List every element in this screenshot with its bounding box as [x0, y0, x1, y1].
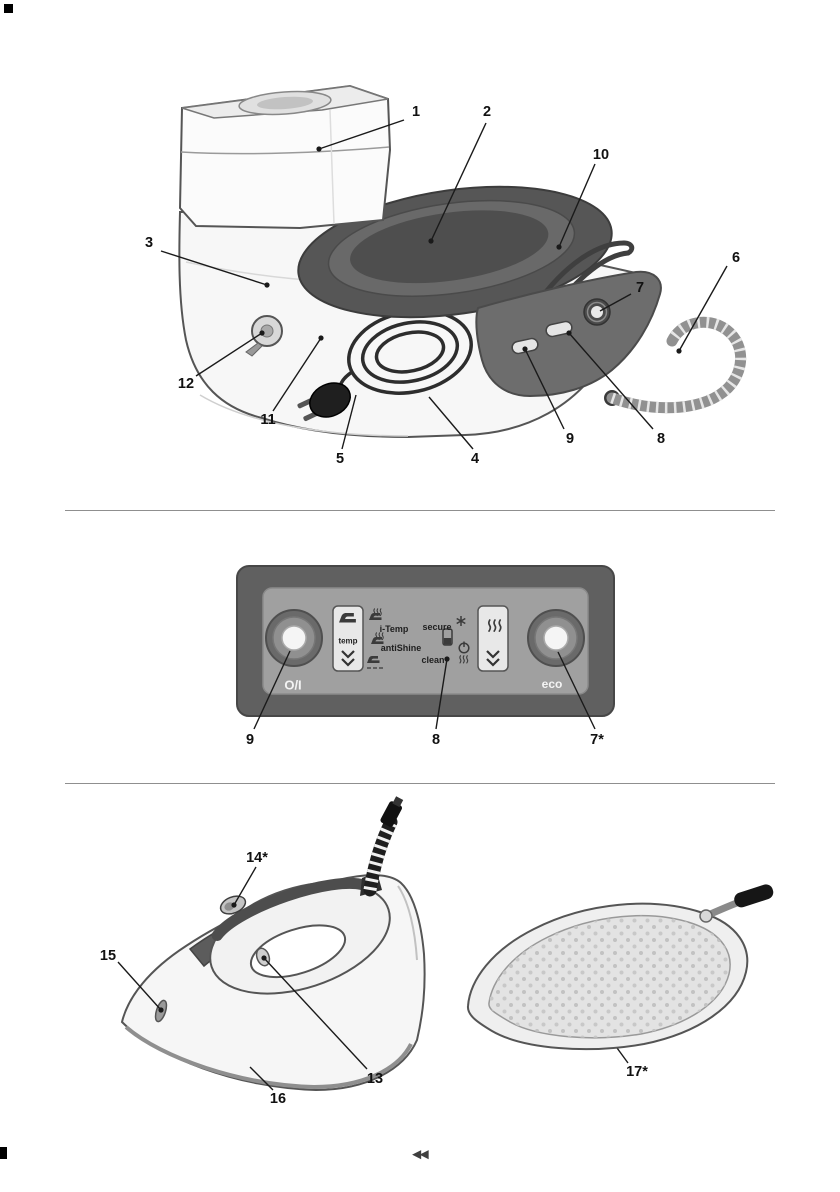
- water-tank: [178, 84, 392, 230]
- antishine-label: antiShine: [380, 643, 422, 653]
- iron-handle: [209, 877, 391, 995]
- burst-icon: [456, 616, 466, 626]
- page-nav-arrows-icon: ◀◀: [412, 1148, 429, 1161]
- callout-9: 9: [565, 431, 575, 447]
- steam-hose: [604, 316, 747, 414]
- callout-3: 3: [144, 235, 154, 251]
- steam-selector-box: [477, 605, 509, 672]
- print-mark-bottom: [0, 1147, 7, 1159]
- temp-label: temp: [338, 636, 358, 646]
- power-plug: [297, 382, 351, 422]
- callout-2: 2: [482, 104, 492, 120]
- chevron-down-icon: [486, 650, 500, 667]
- station-display: [545, 320, 573, 338]
- cover-handle: [699, 884, 774, 923]
- power-button-label: O/I: [284, 677, 302, 693]
- power-button: [265, 609, 323, 667]
- power-circle-icon: [458, 641, 470, 654]
- steam-station-illustration: [160, 84, 747, 450]
- callout-panel-7star: 7*: [590, 732, 604, 748]
- panel-leader-lines: [253, 650, 596, 730]
- print-mark-top: [4, 4, 13, 13]
- callout-7: 7: [635, 280, 645, 296]
- soleplate-edge: [124, 1025, 413, 1090]
- callout-11: 11: [260, 412, 276, 428]
- callout-1: 1: [411, 104, 421, 120]
- iron-cord: [363, 796, 404, 897]
- callout-8: 8: [656, 431, 666, 447]
- eco-button-label: eco: [541, 677, 563, 691]
- soleplate-cover-illustration: [466, 884, 774, 1051]
- callout-10: 10: [592, 147, 610, 163]
- program-icons-cluster: [367, 608, 470, 669]
- section-divider-2: [65, 783, 775, 784]
- eco-button: [527, 609, 585, 667]
- secure-label: secure: [422, 622, 452, 632]
- temp-selector-box: [332, 605, 364, 672]
- callout-6: 6: [731, 250, 741, 266]
- callout-5: 5: [335, 451, 345, 467]
- callout-17star: 17*: [626, 1064, 648, 1080]
- chevron-down-icon: [341, 650, 355, 667]
- callout-13: 13: [366, 1071, 384, 1087]
- callout-12: 12: [177, 376, 195, 392]
- callout-4: 4: [470, 451, 480, 467]
- iron-illustration: [117, 796, 629, 1092]
- control-panel-closeup: [236, 565, 615, 730]
- callout-16: 16: [269, 1091, 287, 1107]
- callout-panel-9: 9: [245, 732, 255, 748]
- station-leader-lines: [160, 119, 728, 450]
- itemp-label: i-Temp: [379, 624, 409, 634]
- callout-15: 15: [99, 948, 117, 964]
- clean-label: clean: [421, 655, 445, 665]
- callout-14star: 14*: [246, 850, 268, 866]
- section-divider-1: [65, 510, 775, 511]
- descale-container-icon: [442, 628, 453, 646]
- callout-panel-8: 8: [431, 732, 441, 748]
